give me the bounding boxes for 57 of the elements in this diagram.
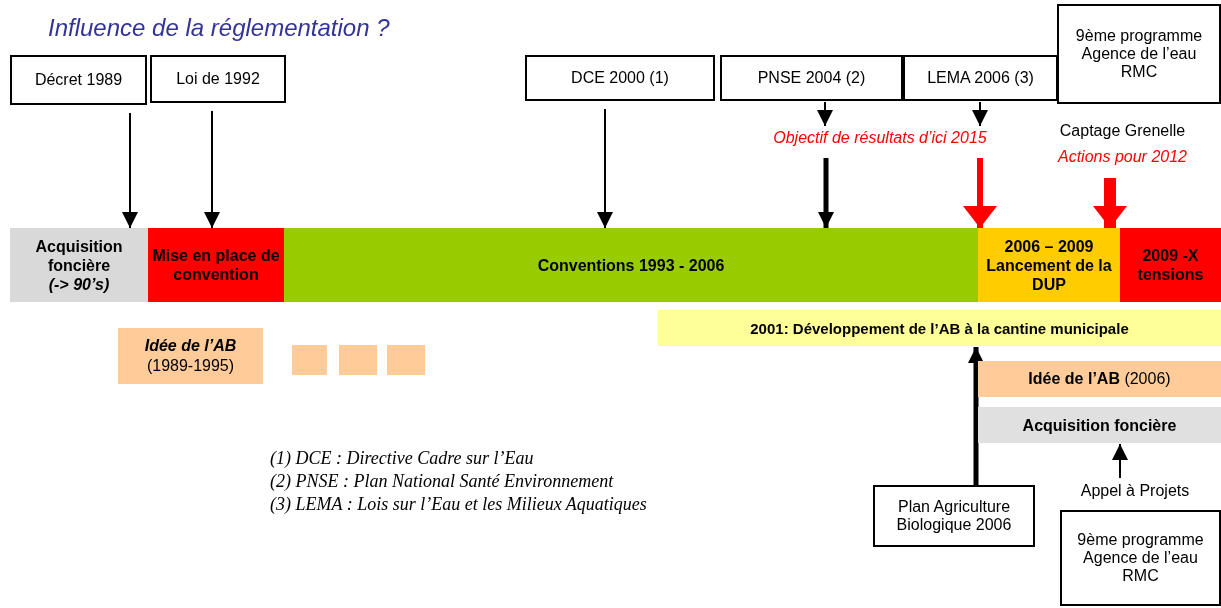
box-text: Idée de l’AB (2006) bbox=[1028, 369, 1171, 389]
event-box bbox=[150, 55, 286, 103]
box-text: LEMA 2006 (3) bbox=[927, 69, 1034, 87]
event-box bbox=[873, 485, 1035, 547]
arrow bbox=[204, 110, 220, 229]
period-bar bbox=[118, 328, 263, 384]
event-box bbox=[1057, 4, 1221, 104]
box-text: DCE 2000 (1) bbox=[571, 69, 669, 87]
event-box bbox=[10, 55, 147, 105]
event-box bbox=[903, 55, 1058, 101]
period-bar bbox=[292, 345, 327, 375]
box-text: 9ème programme Agence de l’eau RMC bbox=[1074, 27, 1204, 81]
arrow bbox=[1093, 178, 1127, 228]
note-text: Objectif de résultats d’ici 2015 bbox=[773, 128, 987, 148]
box-text: (1989-1995) bbox=[146, 356, 235, 376]
arrow bbox=[972, 101, 988, 127]
box-text: Acquisition foncière bbox=[1022, 415, 1177, 435]
arrow bbox=[597, 108, 613, 229]
box-text: Mise en place de convention bbox=[151, 246, 281, 284]
box-text: Loi de 1992 bbox=[176, 70, 260, 88]
period-bar bbox=[339, 345, 377, 375]
arrow bbox=[122, 112, 138, 229]
arrow bbox=[818, 158, 834, 228]
box-text: 2001: Développement de l’AB à la cantine municipale bbox=[750, 318, 1129, 338]
period-bar bbox=[658, 310, 1221, 346]
footnote: (1) DCE : Directive Cadre sur l’Eau bbox=[270, 448, 534, 469]
arrow bbox=[1112, 443, 1128, 479]
timeline-segment bbox=[1120, 228, 1221, 302]
timeline-segment bbox=[10, 228, 148, 302]
event-box bbox=[525, 55, 715, 101]
box-text: Acquisition foncière bbox=[34, 236, 124, 275]
arrow bbox=[963, 158, 997, 228]
box-text: Décret 1989 bbox=[34, 71, 123, 89]
timeline-segment bbox=[284, 228, 978, 302]
diagram-title: Influence de la réglementation ? bbox=[48, 14, 390, 42]
note-text: Appel à Projets bbox=[1080, 481, 1190, 501]
box-text: Conventions 1993 - 2006 bbox=[537, 255, 725, 275]
period-bar bbox=[387, 345, 425, 375]
box-text: 2006 – 2009 Lancement de la DUP bbox=[985, 236, 1113, 294]
box-text: (-> 90’s) bbox=[48, 274, 110, 294]
event-box bbox=[1060, 510, 1221, 606]
footnote: (3) LEMA : Lois sur l’Eau et les Milieux Aquatiques bbox=[270, 494, 647, 515]
footnote: (2) PNSE : Plan National Santé Environnement bbox=[270, 471, 614, 492]
arrow bbox=[817, 101, 833, 127]
period-bar bbox=[978, 407, 1221, 443]
timeline-segment bbox=[978, 228, 1120, 302]
box-text: 2009 -X tensions bbox=[1136, 246, 1205, 284]
period-bar bbox=[978, 361, 1221, 397]
event-box bbox=[720, 55, 903, 101]
box-text: Idée de l’AB bbox=[144, 336, 237, 356]
arrow bbox=[968, 347, 984, 485]
note-text: Actions pour 2012 bbox=[1058, 147, 1187, 167]
box-text: 9ème programme Agence de l’eau RMC bbox=[1076, 531, 1205, 585]
box-text: Plan Agriculture Biologique 2006 bbox=[895, 498, 1013, 534]
note-text: Captage Grenelle bbox=[1059, 121, 1186, 141]
box-text: PNSE 2004 (2) bbox=[757, 69, 866, 87]
timeline-segment bbox=[148, 228, 284, 302]
